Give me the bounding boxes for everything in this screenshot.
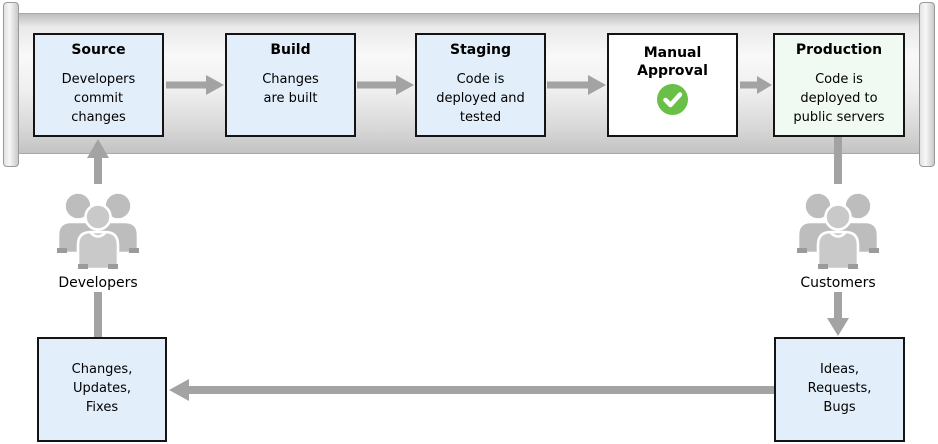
arrow-build-to-staging bbox=[357, 75, 414, 95]
stage-build: Build Changes are built bbox=[225, 33, 356, 137]
stage-title: Production bbox=[795, 42, 883, 58]
ideas-requests-bugs-box: Ideas, Requests, Bugs bbox=[774, 337, 905, 442]
arrow-source-to-build bbox=[166, 75, 224, 95]
stage-title: Staging bbox=[449, 42, 512, 58]
ideas-box-text: Ideas, Requests, Bugs bbox=[807, 362, 872, 415]
stage-title: Source bbox=[71, 42, 126, 58]
users-group-icon bbox=[50, 184, 146, 276]
stage-description: Developers commit changes bbox=[61, 72, 136, 125]
users-group-icon bbox=[790, 184, 886, 276]
stage-staging: Staging Code is deployed and tested bbox=[415, 33, 546, 137]
stage-description: Code is deployed to public servers bbox=[793, 72, 885, 125]
changes-updates-fixes-box: Changes, Updates, Fixes bbox=[37, 337, 167, 442]
pipeline-right-cap bbox=[919, 2, 935, 167]
stage-description: Code is deployed and tested bbox=[436, 72, 525, 125]
stage-description: Changes are built bbox=[262, 72, 319, 107]
arrow-staging-to-approval bbox=[547, 75, 606, 95]
developers-label: Developers bbox=[52, 274, 144, 292]
stage-title: Manual Approval bbox=[637, 45, 708, 80]
changes-box-text: Changes, Updates, Fixes bbox=[71, 362, 133, 415]
stage-source: Source Developers commit changes bbox=[33, 33, 164, 137]
stage-production: Production Code is deployed to public se… bbox=[773, 33, 905, 137]
approved-check-icon bbox=[609, 80, 736, 120]
stage-manual-approval: Manual Approval bbox=[607, 33, 738, 137]
customers-label: Customers bbox=[794, 274, 882, 292]
pipeline-left-cap bbox=[3, 2, 19, 167]
stage-title: Build bbox=[270, 42, 311, 58]
arrow-ideas-to-changes bbox=[169, 379, 774, 401]
arrow-approval-to-production bbox=[740, 76, 772, 94]
